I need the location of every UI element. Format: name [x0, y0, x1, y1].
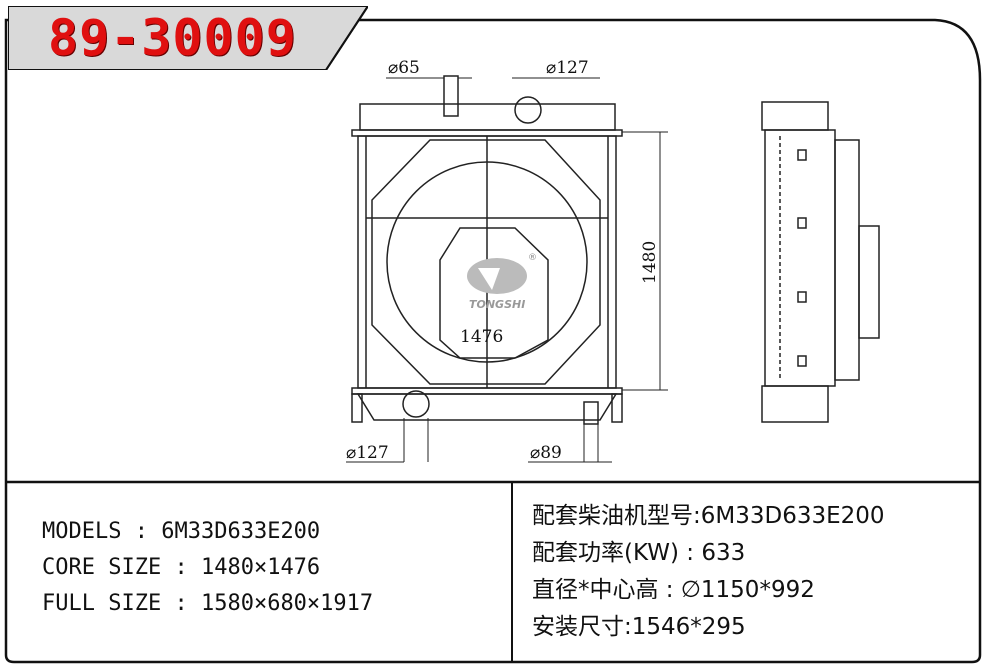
dim-outlet-top-left: ⌀65	[388, 58, 420, 78]
spec-row-models: MODELS : 6M33D633E200	[42, 519, 321, 544]
dim-pipe-bottom-right: ⌀89	[530, 443, 562, 463]
dim-outlet-top-right: ⌀127	[546, 58, 589, 78]
spec-list-en: MODELS : 6M33D633E200 CORE SIZE : 1480×1…	[42, 514, 373, 622]
part-number: 89-30009	[48, 9, 297, 67]
logo-mark: ®	[528, 253, 537, 263]
front-view	[351, 75, 623, 425]
spec-row-power: 配套功率(KW) : 633	[532, 540, 746, 566]
spec-row-diameter: 直径*中心高 : ∅1150*992	[532, 577, 815, 603]
logo-text: TONGSHI	[469, 298, 525, 311]
dim-width: 1476	[460, 327, 503, 347]
spec-row-full-size: FULL SIZE : 1580×680×1917	[42, 591, 374, 616]
spec-row-engine-model: 配套柴油机型号:6M33D633E200	[532, 503, 885, 529]
side-view	[761, 101, 880, 423]
dim-pipe-bottom-left: ⌀127	[346, 443, 389, 463]
radiator-drawing: ® TONGSHI ⌀65 ⌀127 1480 1476 ⌀127 ⌀89	[346, 58, 880, 463]
tongshi-logo: ® TONGSHI	[467, 253, 537, 311]
dim-height: 1480	[640, 241, 660, 284]
part-number-badge	[8, 6, 368, 70]
dimension-lines	[346, 77, 668, 463]
spec-row-mounting: 安装尺寸:1546*295	[532, 614, 746, 640]
spec-list-cn: 配套柴油机型号:6M33D633E200 配套功率(KW) : 633 直径*中…	[532, 498, 885, 646]
spec-row-core-size: CORE SIZE : 1480×1476	[42, 555, 321, 580]
